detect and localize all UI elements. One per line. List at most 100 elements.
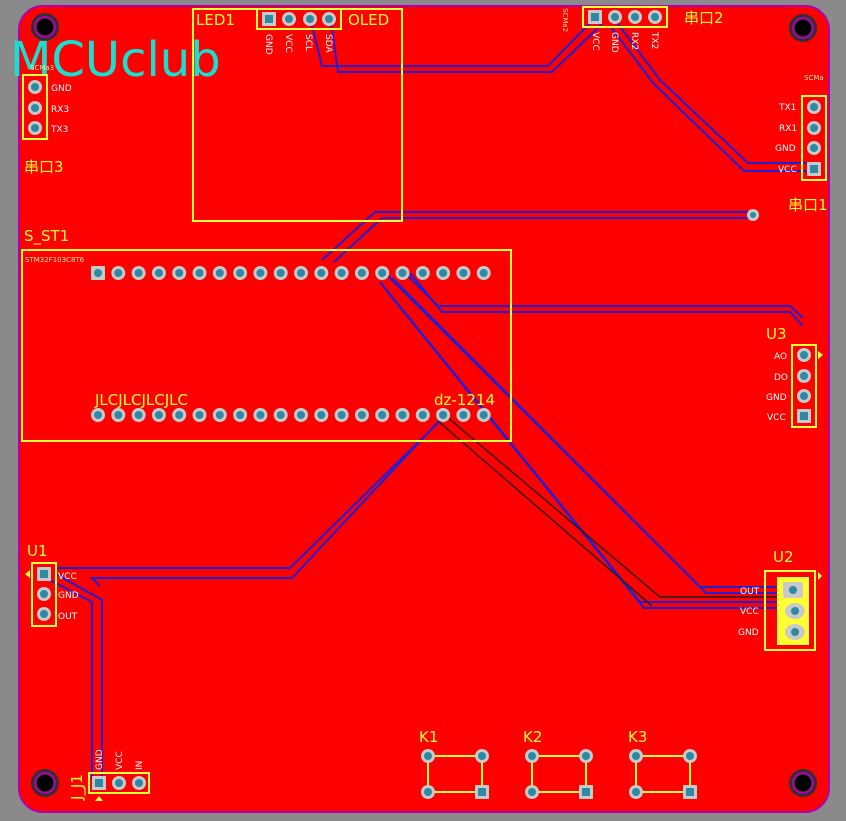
serial-port-2: 串口2 SCMa2 VCC GND RX2 TX2 [561, 6, 724, 53]
u1-pin-2: GND [58, 591, 79, 601]
u3-pin-3: GND [766, 393, 787, 403]
serial-port-3: SCMa3 GND RX3 TX3 串口3 [22, 64, 72, 176]
j1-pin-3: IN [135, 761, 145, 770]
mcu-top-pad-hole [459, 269, 468, 277]
mcu-top-pad-hole [154, 269, 163, 277]
button-k2: K2 [523, 728, 593, 799]
oled-pin-3: SCL [303, 34, 313, 51]
u1-module: U1 VCC GND OUT [25, 542, 79, 627]
mcu-top-pad-hole [134, 269, 143, 277]
mcu-top-pad-hole [256, 269, 265, 277]
mcu-top-pad-hole [236, 269, 245, 277]
port1-pin-1: TX1 [778, 103, 796, 113]
mcu-top-pad-hole [276, 269, 285, 277]
u2-pin-1: OUT [740, 587, 760, 597]
mcu-module: S_ST1 STM32F103C8T6 JLCJLCJLCJLC dz-1214 [21, 227, 512, 442]
u1-ref: U1 [27, 542, 48, 560]
mcu-bottom-pad-hole [94, 411, 102, 419]
mcu-top-pad-hole [418, 269, 427, 277]
traces [49, 17, 812, 780]
mcu-bottom-pad-hole [297, 411, 305, 419]
port3-ref: 串口3 [24, 158, 64, 176]
mcu-bottom-pad-hole [276, 411, 285, 419]
port3-pin-3: TX3 [50, 125, 68, 135]
port2-pin-4: TX2 [649, 31, 659, 49]
mcu-bottom-pad-hole [195, 411, 204, 419]
j1-pin-2: VCC [115, 751, 125, 770]
mcu-bottom-right-text: dz-1214 [434, 391, 495, 409]
mcu-bottom-pad-hole [439, 411, 448, 419]
mcu-bottom-pad-hole [134, 411, 143, 419]
port1-ref: 串口1 [788, 196, 828, 214]
mcu-bottom-pins [91, 408, 491, 422]
mcu-top-pad-hole [439, 269, 448, 277]
mcu-top-pad-hole [215, 269, 224, 277]
u2-ref: U2 [773, 548, 794, 566]
port2-pin-2: GND [609, 32, 619, 53]
k2-ref: K2 [523, 728, 542, 746]
k3-ref: K3 [628, 728, 647, 746]
oled-name: OLED [348, 11, 389, 29]
u1-pin-1: VCC [58, 572, 77, 582]
port1-pin-4: VCC [778, 165, 797, 175]
port1-pin-3: GND [775, 144, 796, 154]
mcu-top-pad-hole [337, 269, 346, 277]
mcu-bottom-pad-hole [154, 411, 163, 419]
u3-pin-2: DO [774, 373, 788, 383]
mounting-holes [31, 13, 817, 797]
mcu-bottom-pad-hole [236, 411, 245, 419]
k1-ref: K1 [419, 728, 438, 746]
mcu-top-pad-hole [357, 269, 366, 277]
u3-module: U3 AO DO GND VCC [766, 325, 823, 428]
j1-ref: J_J1 [68, 774, 87, 801]
port3-tiny: SCMa3 [30, 64, 54, 72]
mcu-top-pad-hole [378, 269, 387, 277]
u3-ref: U3 [766, 325, 787, 343]
serial-port-1: SCMa TX1 RX1 GND VCC 串口1 [775, 74, 828, 214]
port2-tiny: SCMa2 [561, 8, 569, 32]
port1-pin-2: RX1 [779, 124, 797, 134]
button-k1: K1 [419, 728, 489, 799]
mcu-bottom-pad-hole [337, 411, 346, 419]
mcu-top-pad-hole [114, 269, 123, 277]
mcu-bottom-pad-hole [114, 411, 123, 419]
port3-pin-1: GND [51, 84, 72, 94]
mcu-top-pad-hole [94, 269, 102, 277]
mcu-bottom-pad-hole [317, 411, 326, 419]
port2-pin-1: VCC [590, 32, 600, 51]
oled-pin-4: SDA [323, 34, 333, 53]
mcu-bottom-pad-hole [418, 411, 427, 419]
mcu-ref: S_ST1 [24, 227, 69, 246]
mcu-bottom-pad-hole [479, 411, 488, 419]
mcu-top-pins [91, 266, 491, 280]
mcu-top-pad-hole [297, 269, 305, 277]
mcu-top-pad-hole [479, 269, 488, 277]
u3-pin-4: VCC [767, 413, 786, 423]
mcu-bottom-pad-hole [378, 411, 387, 419]
oled-ref: LED1 [196, 11, 235, 29]
u2-pin-2: VCC [740, 607, 759, 617]
mcu-top-pad-hole [398, 269, 407, 277]
oled-pin-1: GND [263, 34, 273, 55]
u2-module: U2 OUT VCC GND [738, 548, 822, 651]
mcu-top-pad-hole [317, 269, 326, 277]
port2-pin-3: RX2 [629, 32, 639, 50]
mcu-bottom-pad-hole [215, 411, 224, 419]
mcu-bottom-pad-hole [459, 411, 468, 419]
mcu-bottom-pad-hole [175, 411, 184, 419]
mcu-bottom-pad-hole [256, 411, 265, 419]
mcu-bottom-left-text: JLCJLCJLCJLC [94, 391, 188, 409]
u2-pin-3: GND [738, 628, 759, 638]
mcu-top-pad-hole [175, 269, 184, 277]
oled-pin-2: VCC [283, 34, 293, 53]
u3-pin-1: AO [774, 352, 787, 362]
mcu-bottom-pad-hole [398, 411, 407, 419]
mcu-top-pad-hole [195, 269, 204, 277]
port3-pin-2: RX3 [51, 105, 69, 115]
logo-text: MCUclub [10, 32, 221, 88]
j1-connector: J_J1 GND VCC IN [68, 749, 150, 801]
mcu-top-text: STM32F103C8T6 [25, 256, 85, 264]
port1-tiny: SCMa [804, 74, 824, 82]
j1-pin-1: GND [95, 749, 105, 770]
